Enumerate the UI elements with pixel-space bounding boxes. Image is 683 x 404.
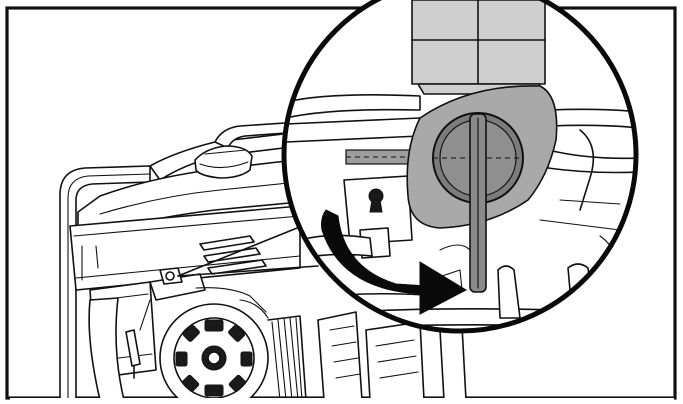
magnifier-ring (281, 0, 639, 334)
fuel-valve-lever (469, 113, 487, 293)
inset-frame-tubes (285, 94, 636, 211)
generator-engine (88, 267, 467, 404)
generator-roll-cage (59, 121, 301, 401)
flywheel-blades (175, 319, 253, 397)
callout-leader-lines (177, 225, 319, 277)
generator-body (59, 121, 467, 404)
curved-arrow-icon (321, 209, 468, 315)
hex-bolt (411, 0, 546, 95)
cooling-fins (267, 315, 307, 401)
magnified-inset (281, 0, 639, 334)
